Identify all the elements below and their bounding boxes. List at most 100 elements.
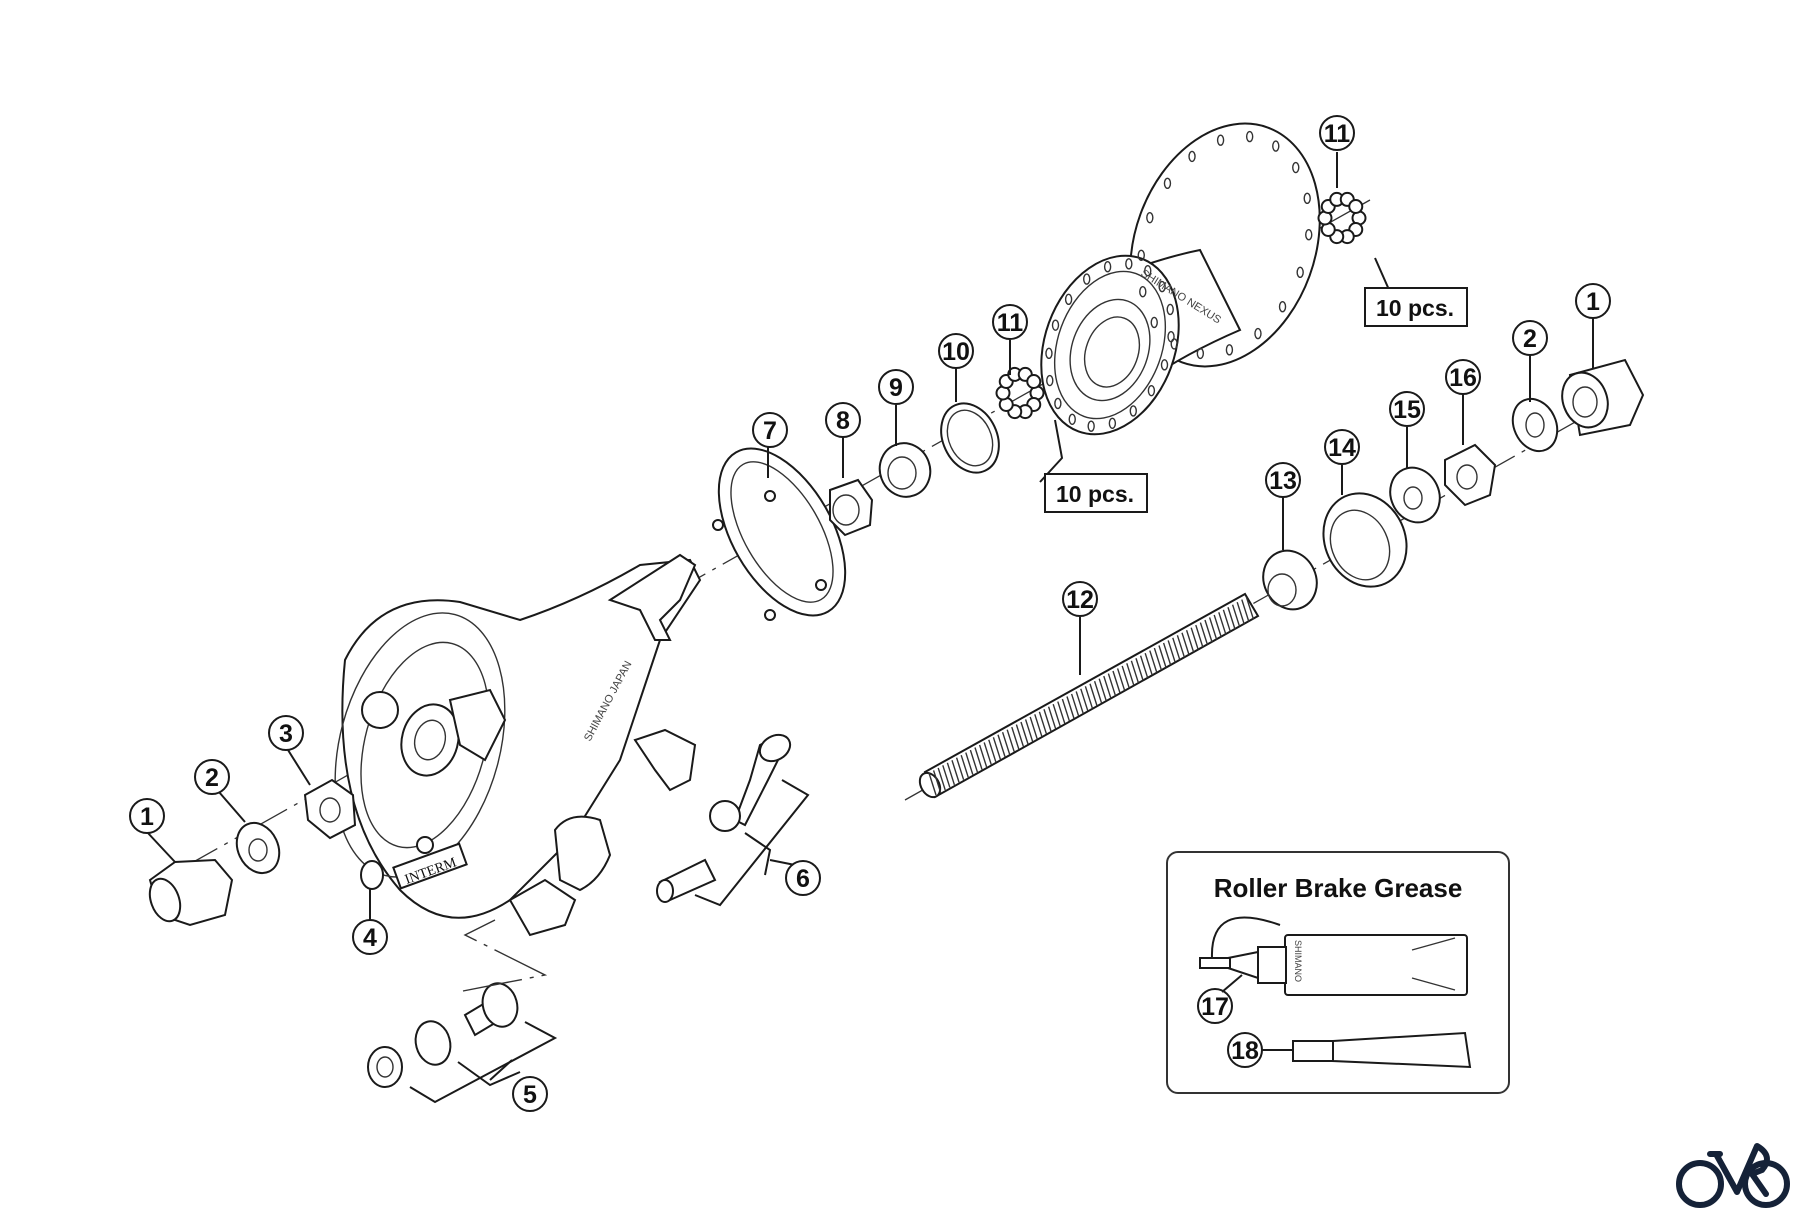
part-12-hub-axle[interactable] — [916, 592, 1260, 801]
spoke-hole — [1083, 273, 1091, 285]
ball-bearings-top[interactable] — [1317, 191, 1367, 245]
callout-11-top: 11 — [1319, 115, 1355, 151]
axle-thread — [1103, 675, 1112, 699]
axle-thread — [1195, 624, 1204, 648]
bicycle-logo-icon — [1676, 1143, 1790, 1208]
ball-bearing — [1026, 374, 1042, 390]
spoke-hole — [1216, 134, 1225, 146]
svg-text:15: 15 — [1393, 396, 1421, 424]
quantity-note-top: 10 pcs. — [1364, 287, 1468, 327]
roller-brake-unit[interactable]: INTERM SHIMANO JAPAN — [308, 553, 702, 919]
part-16-lock-nut[interactable] — [1444, 443, 1497, 507]
svg-text:9: 9 — [889, 374, 903, 402]
part-1-axle-cap-nut-right[interactable] — [1555, 358, 1645, 437]
part-4-grease-plug[interactable] — [360, 860, 384, 890]
axle-thread — [1116, 668, 1126, 691]
part-1-axle-cap-nut-left[interactable] — [144, 858, 234, 927]
part-8-lock-nut[interactable] — [829, 478, 874, 537]
spoke-hole — [1051, 319, 1060, 331]
svg-text:2: 2 — [205, 764, 219, 792]
axle-thread — [960, 754, 969, 778]
axle-thread — [946, 762, 956, 786]
axle-thread — [1057, 701, 1066, 724]
spoke-hole — [1296, 266, 1304, 279]
callout-13: 13 — [1265, 462, 1301, 498]
svg-text:7: 7 — [763, 417, 777, 445]
spoke-hole — [1303, 192, 1311, 205]
spoke-hole — [1144, 265, 1152, 277]
callout-14: 14 — [1324, 429, 1360, 465]
svg-text:1: 1 — [140, 803, 154, 831]
spoke-hole — [1150, 316, 1158, 329]
part-3-lock-nut[interactable] — [303, 778, 357, 840]
part-14-dust-cap[interactable] — [1308, 480, 1421, 601]
grease-tube-drawing[interactable] — [1262, 1031, 1472, 1069]
axle-thread — [1029, 716, 1038, 740]
part-9-cone[interactable] — [872, 436, 937, 504]
axle-thread — [988, 739, 997, 763]
spoke-hole — [1108, 417, 1117, 429]
part-10-dust-cap[interactable] — [930, 394, 1009, 482]
svg-text:2: 2 — [1523, 325, 1537, 353]
svg-text:8: 8 — [836, 407, 850, 435]
hub-shell[interactable]: SHIMANO NEXUS — [1017, 97, 1352, 454]
spoke-hole — [1147, 384, 1156, 397]
ball-bearing — [1348, 199, 1364, 215]
axle-thread — [955, 757, 965, 780]
spoke-hole — [1137, 249, 1145, 261]
spoke-holes-right-flange — [1137, 130, 1313, 360]
callout-18: 18 — [1227, 1032, 1263, 1068]
part-2-washer-left[interactable] — [229, 816, 287, 880]
svg-text:16: 16 — [1449, 364, 1477, 392]
axle-thread — [1158, 645, 1167, 668]
axle-thread — [992, 737, 1002, 760]
axle-thread — [1011, 726, 1020, 750]
axle-thread — [942, 765, 951, 788]
brake-arm-bracket[interactable] — [508, 815, 612, 937]
svg-text:3: 3 — [279, 720, 293, 748]
axle-thread — [1121, 665, 1130, 689]
axle-thread — [974, 747, 983, 770]
callout-10: 10 — [938, 333, 974, 369]
spoke-hole — [1125, 258, 1133, 270]
spoke-hole — [1103, 261, 1112, 273]
spoke-hole — [1272, 140, 1280, 152]
part-7-brake-ring[interactable] — [693, 427, 872, 636]
axle-thread — [1204, 619, 1213, 643]
axle-thread — [1213, 614, 1222, 638]
axle-thread — [1061, 698, 1071, 722]
axle-thread — [1015, 724, 1025, 747]
ball-bearings-center[interactable] — [995, 366, 1045, 420]
part-6-adjuster-set[interactable] — [656, 730, 810, 907]
spoke-hole — [1129, 405, 1137, 417]
svg-text:13: 13 — [1269, 467, 1297, 495]
svg-text:11: 11 — [1324, 120, 1351, 148]
part-2-serrated-washer-right[interactable] — [1505, 392, 1566, 459]
axle-thread — [1245, 596, 1255, 620]
spoke-hole — [1054, 397, 1062, 410]
axle-thread — [932, 770, 942, 793]
spoke-hole — [1166, 303, 1174, 316]
grease-bottle-drawing[interactable]: SHIMANO — [1199, 916, 1468, 996]
callout-1-right: 1 — [1575, 283, 1611, 319]
svg-text:1: 1 — [1586, 288, 1600, 316]
svg-text:10: 10 — [942, 338, 970, 366]
axle-thread — [1066, 696, 1075, 719]
callout-8: 8 — [825, 402, 861, 438]
callout-16: 16 — [1445, 359, 1481, 395]
axle-thread — [1181, 632, 1190, 655]
part-13-cone[interactable] — [1254, 542, 1326, 618]
axle-thread — [1199, 622, 1209, 645]
part-5-bolt-set[interactable] — [367, 919, 558, 1104]
part-15-washer[interactable] — [1381, 459, 1448, 530]
spoke-hole — [1087, 420, 1095, 432]
callout-3: 3 — [268, 715, 304, 751]
svg-text:6: 6 — [796, 865, 810, 893]
spoke-hole — [1305, 229, 1313, 241]
axle-thread — [1227, 607, 1236, 630]
axle-thread — [965, 752, 974, 775]
spoke-hole — [1045, 347, 1053, 360]
axle-thread — [1144, 652, 1153, 676]
spoke-hole — [1163, 177, 1172, 189]
